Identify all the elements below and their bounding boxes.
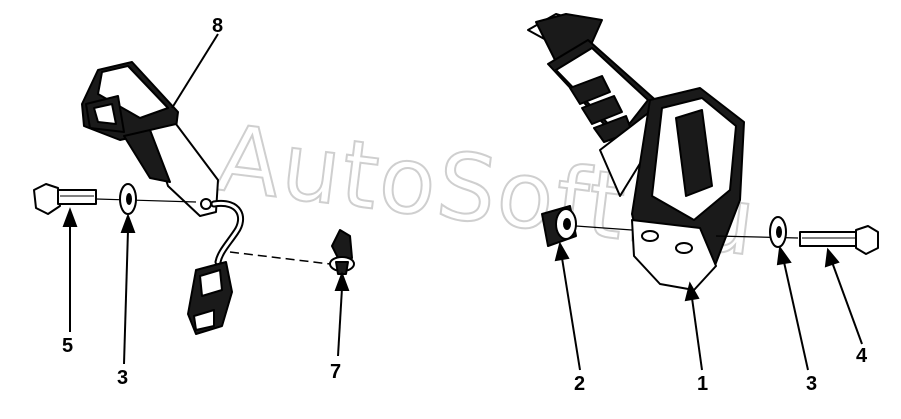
washer-right bbox=[769, 216, 787, 248]
callout-number-2: 2 bbox=[574, 373, 585, 395]
leader-lines bbox=[62, 33, 863, 371]
callout-number-3-left: 3 bbox=[117, 367, 128, 389]
bolt-left bbox=[33, 183, 97, 215]
callout-number-4: 4 bbox=[856, 345, 868, 367]
spacer-bushing bbox=[541, 205, 577, 247]
callout-number-8: 8 bbox=[212, 15, 223, 37]
callout-number-3-right: 3 bbox=[806, 373, 817, 395]
callout-number-1: 1 bbox=[697, 373, 708, 395]
callout-number-5: 5 bbox=[62, 335, 73, 357]
axis-line-left bbox=[95, 198, 197, 203]
callout-number-7: 7 bbox=[330, 361, 341, 383]
clip-part bbox=[329, 229, 355, 275]
axis-line-right-a bbox=[575, 225, 633, 231]
connector-dashed-line bbox=[229, 251, 331, 265]
bolt-right bbox=[799, 225, 879, 255]
washer-left bbox=[119, 183, 137, 215]
buckle-assembly bbox=[81, 61, 244, 335]
